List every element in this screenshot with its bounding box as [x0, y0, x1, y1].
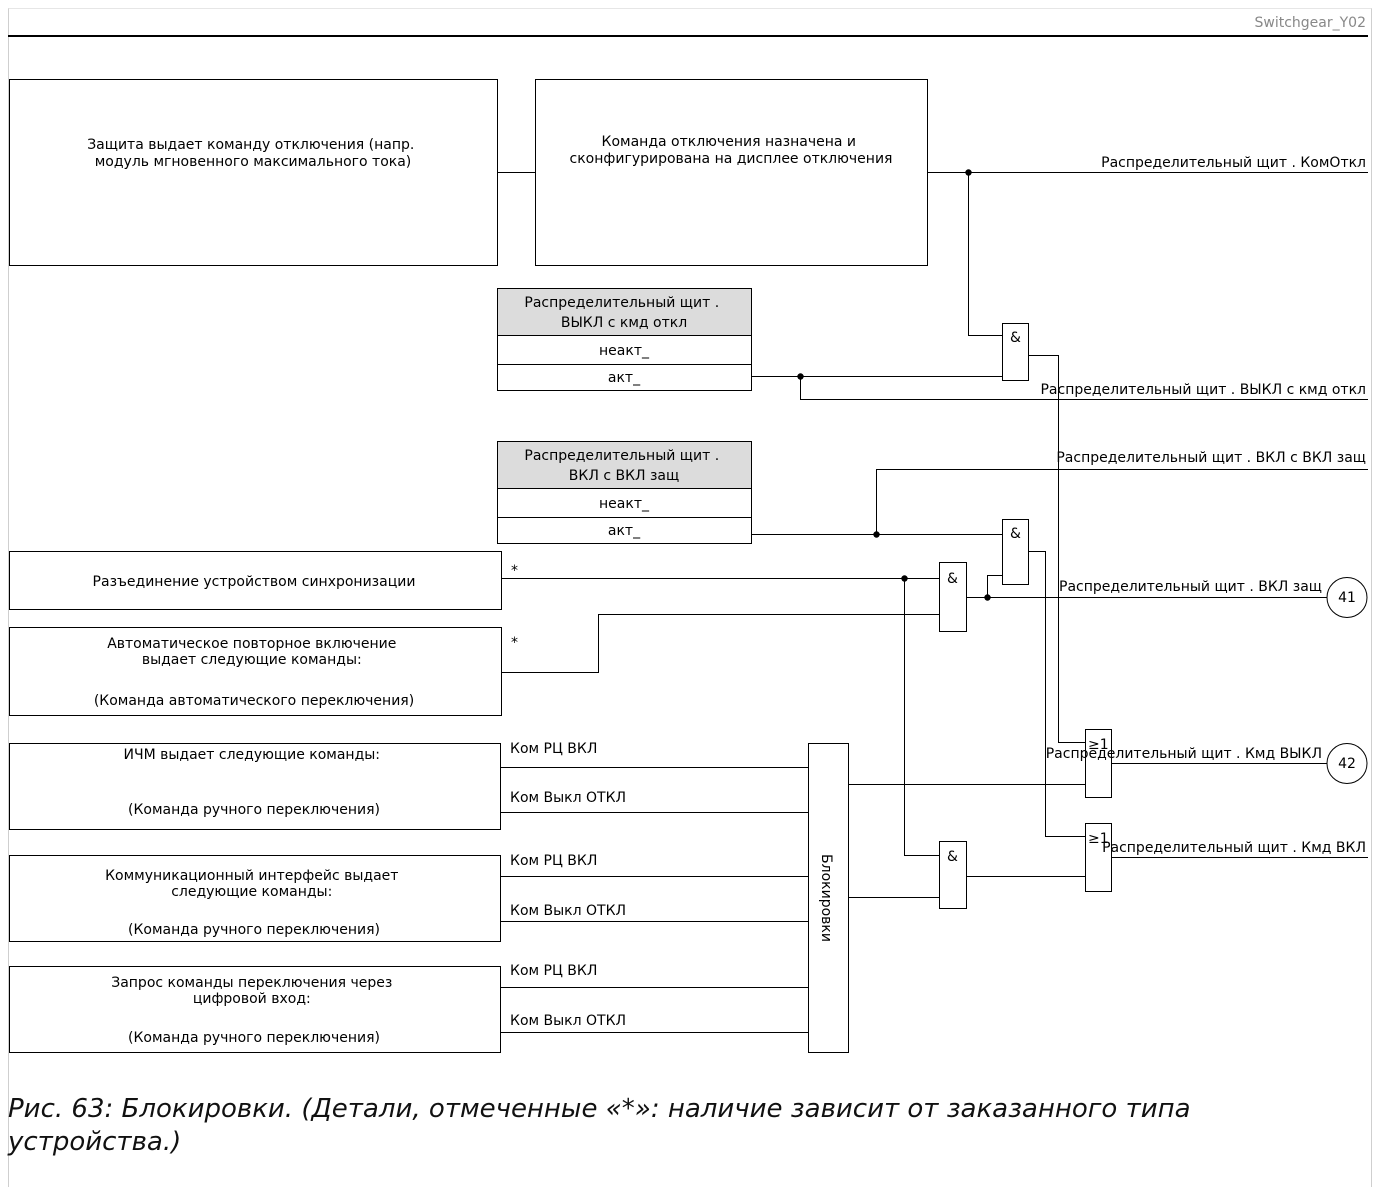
connector-41 — [1326, 577, 1368, 618]
setting-off-with-trip-title: Распределительный щит . ВЫКЛ с кмд откл — [524, 295, 723, 331]
interlocks-label: Блокировки — [818, 854, 834, 942]
and-gate-on — [939, 841, 967, 909]
or-gate-off-symbol: ≥1 — [1088, 737, 1109, 753]
star-mark-reclose: * — [511, 635, 518, 651]
and-gate-sync — [939, 562, 967, 632]
and-gate-prot — [1002, 519, 1029, 585]
and-gate-trip — [1002, 323, 1029, 381]
and-gate-sync-symbol: & — [947, 571, 958, 587]
signal-on-with-prot: Распределительный щит . ВКЛ с ВКЛ защ — [1056, 450, 1366, 466]
setting-on-with-prot-option-inactive: неакт_ — [599, 496, 650, 512]
setting-on-with-prot-title: Распределительный щит . ВКЛ с ВКЛ защ — [524, 448, 723, 484]
connector-42 — [1326, 743, 1368, 784]
trip-assigned-label: Команда отключения назначена и сконфигур… — [570, 134, 893, 167]
setting-off-with-trip-option-inactive: неакт_ — [599, 343, 650, 359]
comm-off-cmd-label: Ком Выкл ОТКЛ — [510, 903, 626, 919]
signal-on-prot: Распределительный щит . ВКЛ защ — [1059, 579, 1322, 595]
signal-cmd-off: Распределительный щит . Кмд ВЫКЛ — [1046, 746, 1322, 762]
comm-interface-block — [9, 855, 501, 942]
or-gate-off — [1085, 729, 1112, 798]
hmi-off-cmd-label: Ком Выкл ОТКЛ — [510, 790, 626, 806]
figure-caption: Рис. 63: Блокировки. (Детали, отмеченные… — [8, 1094, 1191, 1157]
connector-42-label: 42 — [1338, 756, 1356, 772]
and-gate-prot-symbol: & — [1010, 526, 1021, 542]
setting-off-with-trip-option-active: акт_ — [608, 370, 641, 386]
digital-input-block — [9, 966, 501, 1053]
trip-assigned-block — [535, 79, 928, 266]
hmi-label: ИЧМ выдает следующие команды: (Команда р… — [124, 747, 385, 818]
di-on-cmd-label: Ком РЦ ВКЛ — [510, 963, 597, 979]
digital-input-label: Запрос команды переключения через цифров… — [111, 975, 397, 1046]
setting-on-with-prot-option-active: акт_ — [608, 523, 641, 539]
sync-disconnect-label: Разъединение устройством синхронизации — [93, 574, 416, 590]
auto-reclose-label: Автоматическое повторное включение выдае… — [94, 636, 414, 709]
star-mark-sync: * — [511, 563, 518, 579]
signal-off-with-trip: Распределительный щит . ВЫКЛ с кмд откл — [1040, 382, 1366, 398]
or-gate-on-symbol: ≥1 — [1088, 831, 1109, 847]
page-frame — [8, 8, 1372, 1187]
sync-disconnect-block — [9, 551, 502, 610]
and-gate-on-symbol: & — [947, 849, 958, 865]
figure-tag: Switchgear_Y02 — [1255, 15, 1367, 31]
comm-on-cmd-label: Ком РЦ ВКЛ — [510, 853, 597, 869]
interlocks-block — [808, 743, 849, 1053]
hmi-on-cmd-label: Ком РЦ ВКЛ — [510, 741, 597, 757]
di-off-cmd-label: Ком Выкл ОТКЛ — [510, 1013, 626, 1029]
and-gate-trip-symbol: & — [1010, 330, 1021, 346]
hmi-block — [9, 743, 501, 830]
protection-trip-label: Защита выдает команду отключения (напр. … — [87, 137, 419, 170]
or-gate-on — [1085, 823, 1112, 892]
comm-interface-label: Коммуникационный интерфейс выдает следую… — [105, 868, 403, 938]
protection-trip-block — [9, 79, 498, 266]
auto-reclose-block — [9, 627, 502, 716]
signal-trip-cmd: Распределительный щит . КомОткл — [1101, 155, 1366, 171]
connector-41-label: 41 — [1338, 590, 1356, 606]
signal-cmd-on: Распределительный щит . Кмд ВКЛ — [1102, 840, 1366, 856]
